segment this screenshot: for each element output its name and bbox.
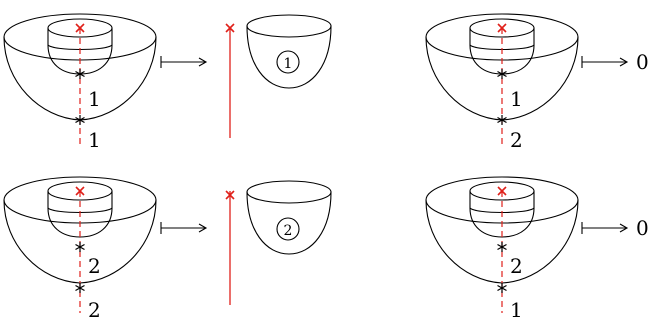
inner-label: 2 — [510, 254, 523, 278]
mapsto-arrow — [581, 56, 629, 68]
inner-star-marker — [75, 69, 85, 79]
outer-label: 2 — [88, 298, 101, 322]
figure-top-left: 1 1 — [3, 13, 157, 152]
mapsto-arrow — [581, 222, 629, 234]
mapsto-arrow — [160, 56, 208, 68]
cup-label-circle — [276, 217, 300, 241]
figure-bottom-right: 2 1 — [425, 176, 579, 322]
inner-label: 2 — [88, 254, 101, 278]
figure-top-right: 1 2 — [425, 13, 579, 152]
red-vertical-line — [225, 23, 235, 138]
inner-label: 1 — [88, 87, 101, 111]
outer-label: 2 — [510, 128, 523, 152]
outer-label: 1 — [510, 298, 523, 322]
cup-label: 1 — [284, 56, 293, 72]
cup-bottom — [246, 180, 332, 255]
result-value: 0 — [636, 216, 649, 240]
cup-label-circle — [276, 50, 300, 74]
inner-label: 1 — [510, 87, 523, 111]
result-value: 0 — [636, 50, 649, 74]
red-cross-marker — [75, 23, 85, 33]
outer-label: 1 — [88, 128, 101, 152]
cup-top — [246, 14, 332, 89]
red-vertical-line — [225, 190, 235, 305]
figure-bottom-left: 2 2 — [3, 176, 157, 322]
outer-star-marker — [75, 115, 85, 125]
cup-label: 2 — [284, 223, 293, 239]
mapsto-arrow — [160, 222, 208, 234]
